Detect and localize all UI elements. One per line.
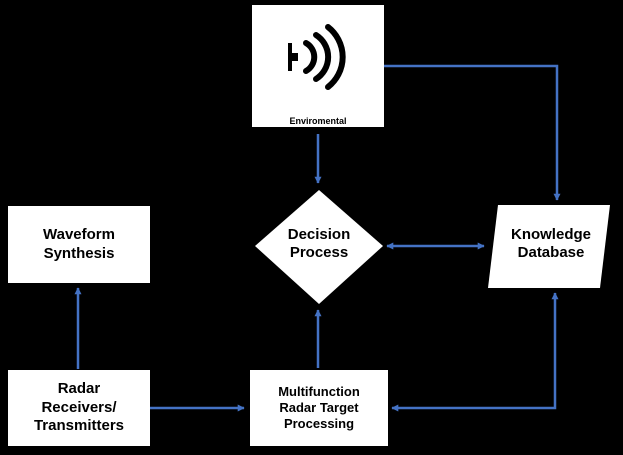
decision-process-label: Decision Process: [256, 214, 382, 274]
waveform-synthesis-label: Waveform Synthesis: [43, 225, 115, 262]
edge-multifunction-knowledge: [391, 292, 559, 412]
edge-env-to-knowledge: [384, 64, 561, 201]
environmental-sensor-label: Enviromental: [289, 116, 347, 126]
multifunction-processing-label: Multifunction Radar Target Processing: [278, 383, 360, 432]
environmental-sensor-box: Enviromental: [252, 5, 384, 127]
decision-process-diamond: [255, 190, 383, 304]
multifunction-processing-box: Multifunction Radar Target Processing: [250, 370, 388, 446]
signal-waves-icon: [288, 24, 346, 90]
waveform-synthesis-box: Waveform Synthesis: [8, 206, 150, 283]
decision-process-text: Decision Process: [287, 226, 351, 261]
radar-receivers-transmitters-box: Radar Receivers/ Transmitters: [8, 370, 150, 446]
knowledge-database-text: Knowledge Database: [510, 226, 591, 261]
knowledge-database-shape: [488, 205, 610, 288]
radar-receivers-transmitters-label: Radar Receivers/ Transmitters: [33, 379, 125, 435]
knowledge-database-label: Knowledge Database: [490, 214, 612, 274]
